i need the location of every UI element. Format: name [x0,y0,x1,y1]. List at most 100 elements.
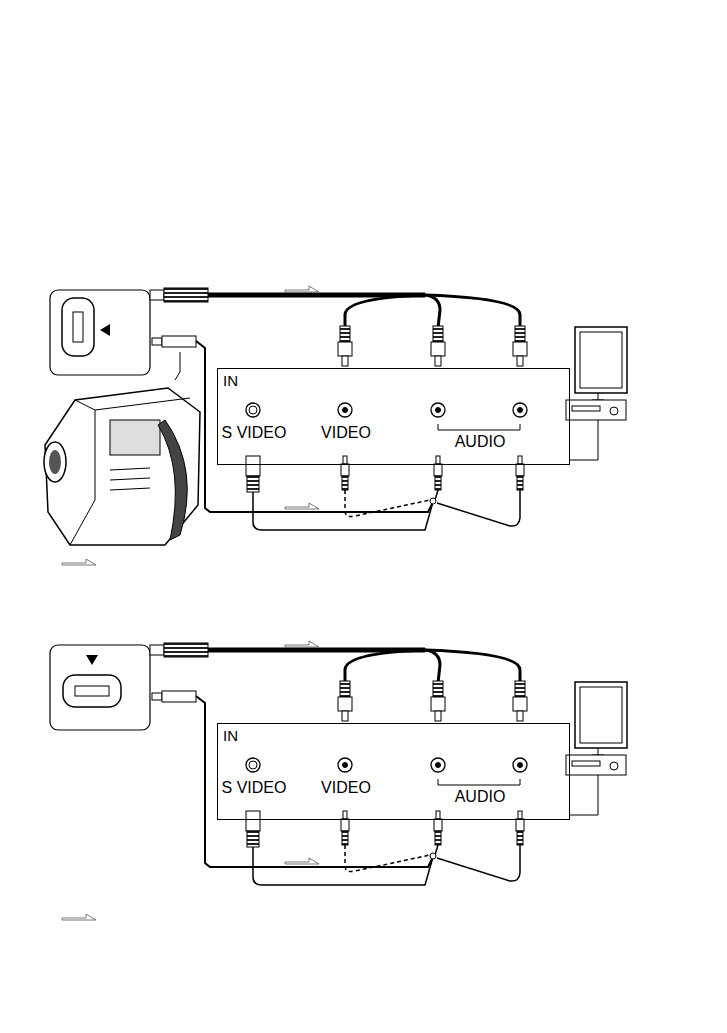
video-cable [196,341,433,512]
jack-label: S VIDEO [222,424,287,442]
jack-center [343,763,348,768]
rca-plug [517,476,523,490]
input-jack [431,758,445,772]
cable-branch [425,295,520,328]
cable-branch [425,650,440,683]
plug-tip [152,338,162,345]
tv-set [575,327,627,393]
cable-joint [430,853,436,859]
vcr-knob [610,407,618,415]
s-video-plug [246,811,260,831]
plug-tip [150,645,164,655]
jack-mark [100,324,110,336]
tv-stand [592,748,604,755]
vcr [566,400,626,420]
audio-bracket [438,424,520,430]
jack-center [518,408,523,413]
vcr-slot [572,406,600,411]
rca-plug [435,831,441,845]
rca-plug [340,326,350,342]
input-jack [246,758,260,772]
cable-branch [437,490,520,526]
cable-branch [435,845,438,855]
camcorder [44,352,200,545]
jack-label: S VIDEO [222,779,287,797]
rca-plug [340,681,350,697]
rca-pin [342,356,348,366]
input-panel: INS VIDEOVIDEOAUDIO [217,723,570,820]
leader-line [570,775,598,815]
jack-cover [62,298,94,356]
rca-pin [518,456,522,464]
jack-center [518,763,523,768]
video-cable [196,696,433,867]
input-jack [513,758,527,772]
vcr-knob [610,762,618,770]
av-plug [164,643,208,657]
audio-bracket [438,779,520,785]
cable-branch [345,295,425,328]
rca-plug [431,342,445,356]
jack-center [343,408,348,413]
jack-slot [73,312,83,342]
rca-pin [517,356,523,366]
plug-tip [150,290,164,300]
rca-plug [342,476,348,490]
leader-line [570,420,598,460]
rca-plug [434,464,442,476]
tv-set [575,682,627,748]
rca-plug [516,464,524,476]
cable-branch [425,295,440,328]
av-plug [162,336,196,347]
rca-pin [435,711,441,721]
jack-label: VIDEO [321,424,371,442]
jack-label: AUDIO [455,788,506,806]
rca-pin [435,356,441,366]
rca-plug [515,326,525,342]
rca-plug [341,464,349,476]
av-plug [162,691,196,702]
rca-plug [513,342,527,356]
rca-plug [338,697,352,711]
rca-plug [517,831,523,845]
rca-plug [341,819,349,831]
rca-plug [516,819,524,831]
jack-mark [86,655,98,665]
jack-center [249,761,257,769]
rca-plug [434,819,442,831]
rca-plug [433,326,443,342]
vcr-slot [572,761,600,766]
input-jack [338,403,352,417]
jack-label: VIDEO [321,779,371,797]
signal-arrow [62,914,96,920]
rca-plug [513,697,527,711]
rca-plug [515,681,525,697]
s-video-plug [246,456,260,476]
rca-plug [338,342,352,356]
signal-arrow [62,559,96,565]
vcr [566,755,626,775]
jack-cover [63,675,121,707]
input-jack [338,758,352,772]
jack-label: AUDIO [455,433,506,451]
signal-arrow [285,503,319,509]
input-panel: IN S VIDEO VIDEO AUDIO [217,368,570,465]
rca-pin [518,811,522,819]
rca-plug [433,681,443,697]
tv-screen [580,687,622,743]
s-video-plug [247,831,259,847]
cable-branch [345,650,425,683]
tv-stand [592,393,604,400]
av-plug [164,288,208,302]
rca-plug [342,831,348,845]
connection-set [42,641,627,1033]
rca-pin [343,811,347,819]
cable-branch [425,650,520,683]
cable-branch [437,845,520,881]
cable-branch [435,490,438,500]
rca-pin [436,811,440,819]
signal-arrow [285,286,319,292]
jack-inset [50,290,150,375]
panel-label: IN [223,373,238,390]
